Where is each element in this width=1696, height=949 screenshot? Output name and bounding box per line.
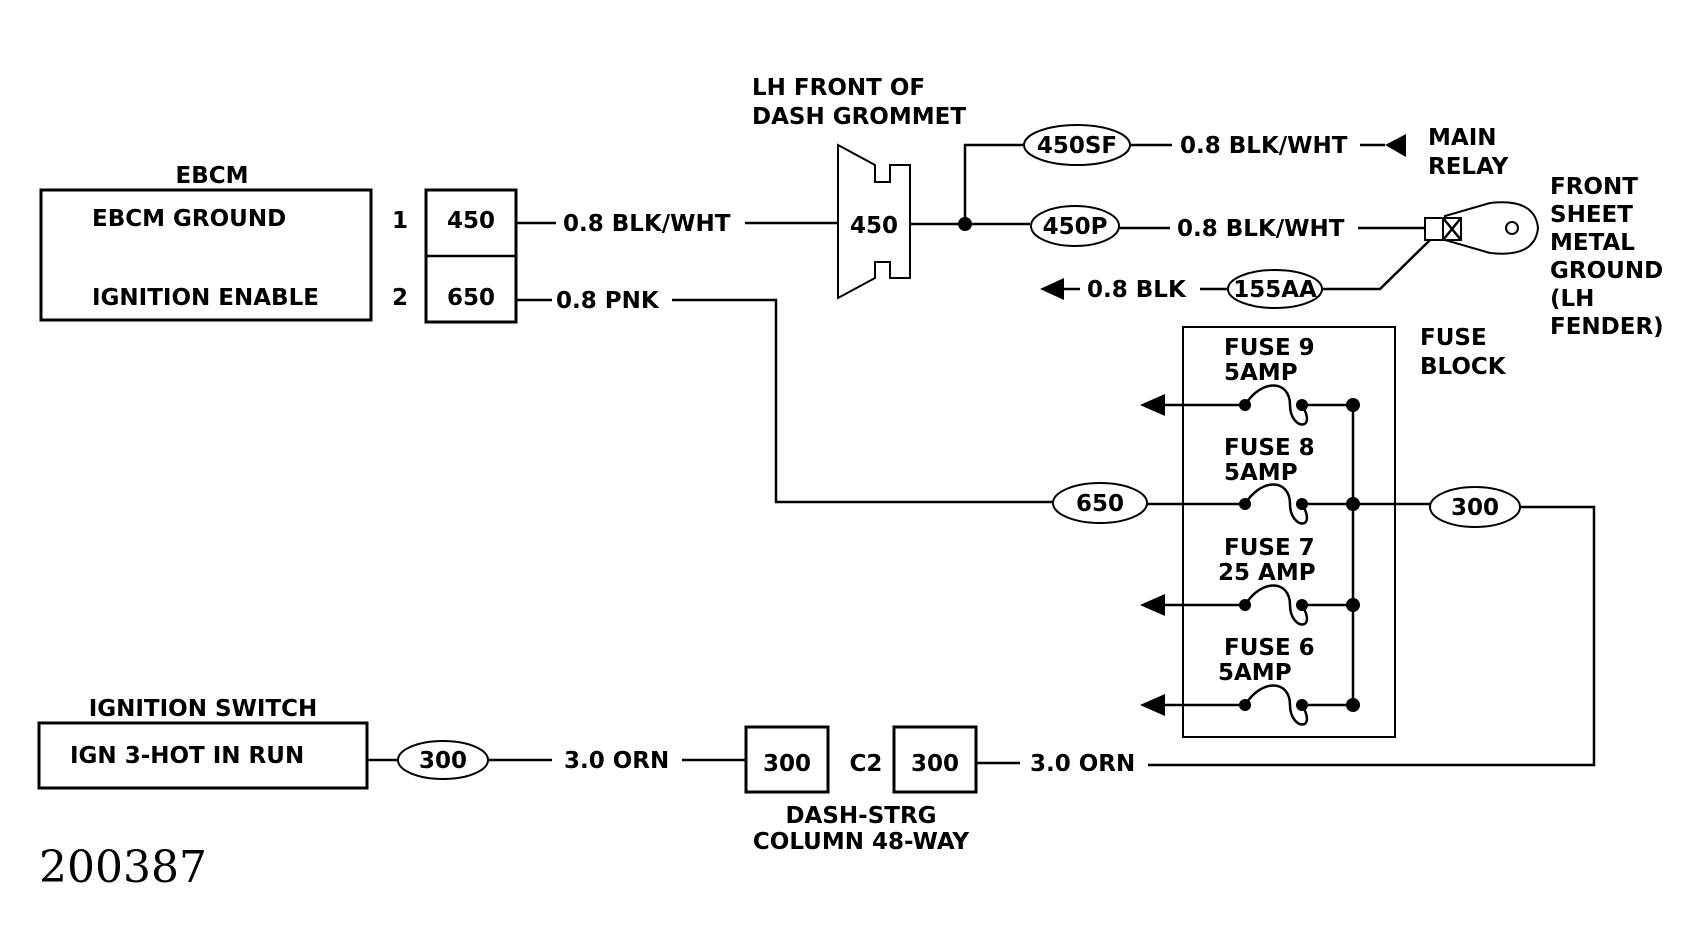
ebcm-title: EBCM	[175, 163, 248, 189]
fuse-7-rating: 25 AMP	[1218, 560, 1316, 586]
splice-650-label: 650	[1076, 491, 1124, 517]
dash-grommet-shape	[837, 143, 911, 300]
bus-dot	[1346, 698, 1360, 712]
splice-300-right-label: 300	[1451, 495, 1499, 521]
wire-segment	[1322, 239, 1431, 291]
ground-label-line5: (LH	[1550, 286, 1594, 312]
grommet-title-line2: DASH GROMMET	[752, 104, 966, 130]
splice-450p	[1030, 205, 1120, 247]
wire-label-to-relay: 0.8 BLK/WHT	[1180, 133, 1348, 159]
ground-label-line2: SHEET	[1550, 202, 1633, 228]
fuse-8-name: FUSE 8	[1224, 435, 1315, 461]
fuse-6-name: FUSE 6	[1224, 635, 1315, 661]
grommet-circuit-label: 450	[850, 213, 898, 239]
splice-300-ign-label: 300	[419, 748, 467, 774]
ground-label-line4: GROUND	[1550, 258, 1663, 284]
ebcm-ground-label: EBCM GROUND	[92, 206, 286, 232]
splice-155aa-label: 155AA	[1233, 277, 1317, 303]
fuse-9-out-arrow-icon	[1140, 394, 1165, 416]
relay-label-line2: RELAY	[1428, 154, 1509, 180]
c2-connector-left-label: 300	[763, 751, 811, 777]
ignition-enable-label: IGNITION ENABLE	[92, 285, 319, 311]
ebcm-pin-1: 1	[392, 208, 408, 234]
grommet-title-line1: LH FRONT OF	[752, 75, 925, 101]
ignition-switch-box	[37, 721, 369, 790]
c2-connector-right-label: 300	[911, 751, 959, 777]
c2-connector-right	[892, 725, 978, 794]
bus-dot	[1346, 497, 1360, 511]
ground-label-line6: FENDER)	[1550, 314, 1664, 340]
fuse-8-symbol-icon	[1243, 483, 1309, 525]
ground-label-line3: METAL	[1550, 230, 1635, 256]
ignition-switch-title: IGNITION SWITCH	[89, 696, 318, 722]
ebcm-terminal-450: 450	[447, 208, 495, 234]
ebcm-pin-2: 2	[392, 285, 408, 311]
wire-label-ebcm-enable: 0.8 PNK	[556, 288, 660, 314]
fuse-8-rating: 5AMP	[1224, 460, 1298, 486]
ignition-switch-label: IGN 3-HOT IN RUN	[70, 743, 304, 769]
terminal-cross	[1442, 217, 1462, 241]
c2-caption-line2: COLUMN 48-WAY	[753, 829, 970, 855]
relay-label-line1: MAIN	[1428, 125, 1497, 151]
splice-650	[1052, 482, 1148, 524]
ebcm-terminal-650: 650	[447, 285, 495, 311]
ground-terminal-box	[1424, 217, 1444, 241]
fuse-block-title-line1: FUSE	[1420, 325, 1487, 351]
splice-450p-label: 450P	[1043, 214, 1108, 240]
wire-label-to-ground: 0.8 BLK/WHT	[1177, 216, 1345, 242]
wire-label-ign-out: 3.0 ORN	[564, 748, 669, 774]
wire-label-blk-out: 0.8 BLK	[1087, 277, 1187, 303]
fuse-9-rating: 5AMP	[1224, 360, 1298, 386]
ground-lug-icon	[1444, 201, 1540, 255]
figure-number: 200387	[39, 842, 207, 893]
c2-connector-name: C2	[850, 751, 883, 777]
fuse-block-title-line2: BLOCK	[1420, 354, 1507, 380]
blk-out-arrow-icon	[1040, 278, 1064, 300]
fuse-7-name: FUSE 7	[1224, 535, 1315, 561]
relay-arrow-icon	[1385, 134, 1406, 157]
ebcm-module-box	[39, 188, 373, 322]
fuse-7-out-arrow-icon	[1140, 594, 1165, 616]
fuse-7-symbol-icon	[1243, 584, 1309, 626]
splice-450sf-label: 450SF	[1037, 133, 1117, 159]
wire-pnk-route	[672, 298, 1055, 504]
bus-dot	[1346, 598, 1360, 612]
bus-dot	[1346, 398, 1360, 412]
wire-segment	[963, 143, 1024, 224]
ground-lug-hole-icon	[1505, 221, 1519, 235]
fuse-9-symbol-icon	[1243, 384, 1309, 426]
c2-connector-left	[744, 725, 830, 794]
wire-orn-return-route	[1148, 505, 1596, 767]
ground-label-line1: FRONT	[1550, 174, 1638, 200]
fuse-6-symbol-icon	[1243, 684, 1309, 726]
fuse-6-out-arrow-icon	[1140, 694, 1165, 716]
fuse-6-rating: 5AMP	[1218, 660, 1292, 686]
c2-caption-line1: DASH-STRG	[785, 803, 936, 829]
wire-label-c2-out: 3.0 ORN	[1030, 751, 1135, 777]
fuse-9-name: FUSE 9	[1224, 335, 1315, 361]
wire-label-ebcm-ground: 0.8 BLK/WHT	[563, 211, 731, 237]
